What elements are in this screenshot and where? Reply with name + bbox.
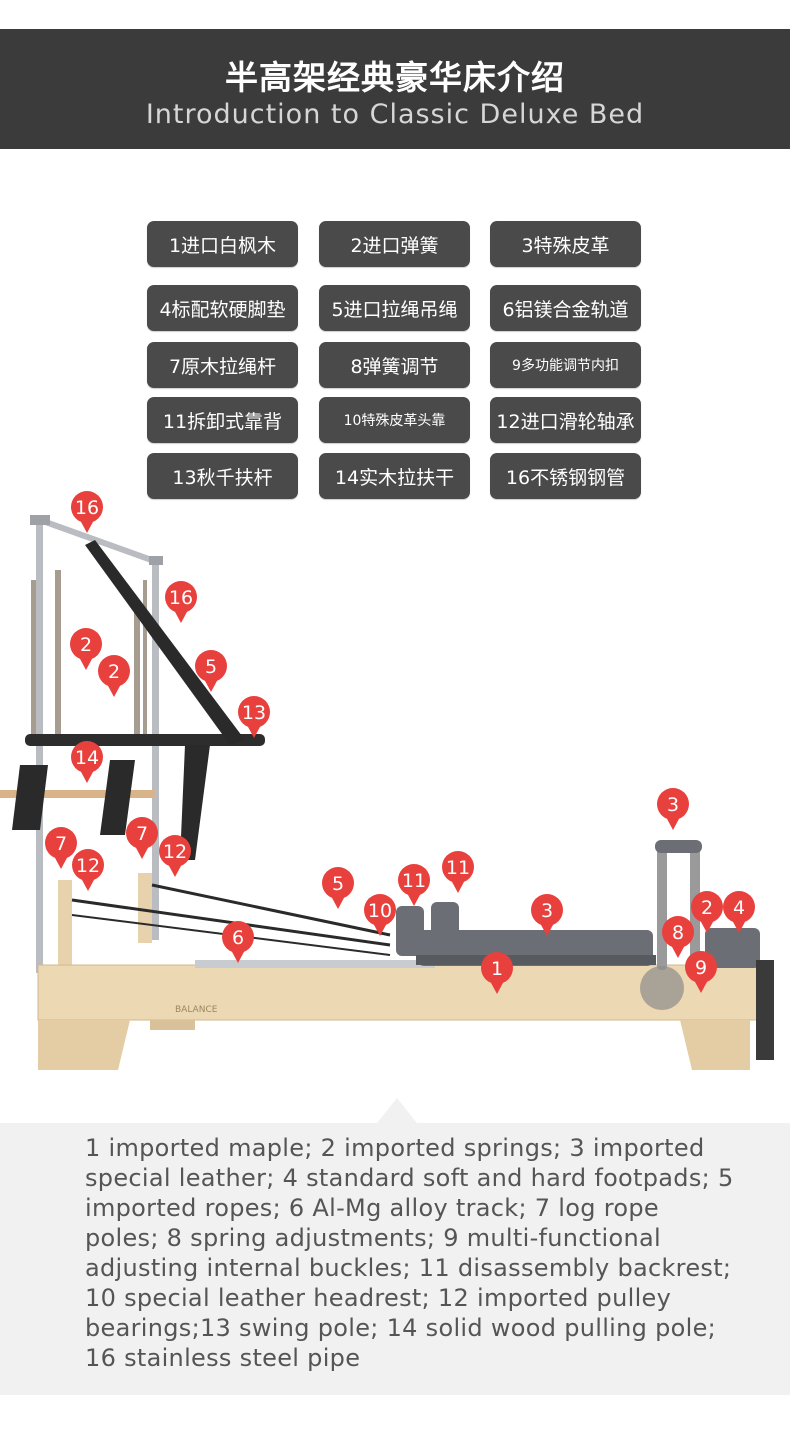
feature-tag: 3特殊皮革 xyxy=(490,221,641,267)
svg-text:2: 2 xyxy=(80,634,92,656)
part-marker: 3 xyxy=(531,894,563,936)
feature-tag: 7原木拉绳杆 xyxy=(147,342,298,388)
svg-text:9: 9 xyxy=(695,957,707,979)
tower-frame xyxy=(0,515,265,973)
part-marker: 7 xyxy=(126,817,158,859)
svg-text:11: 11 xyxy=(402,870,426,892)
svg-text:4: 4 xyxy=(733,897,745,919)
svg-text:14: 14 xyxy=(75,747,99,769)
svg-text:5: 5 xyxy=(332,873,344,895)
svg-text:13: 13 xyxy=(242,702,266,724)
bed-frame: BALANCE xyxy=(37,840,774,1070)
part-marker: 13 xyxy=(238,696,270,738)
feature-tag: 14实木拉扶干 xyxy=(319,453,470,499)
part-marker: 7 xyxy=(45,827,77,869)
page-subtitle: Introduction to Classic Deluxe Bed xyxy=(145,99,645,130)
feature-tag: 6铝镁合金轨道 xyxy=(490,285,641,331)
description-text: 1 imported maple; 2 imported springs; 3 … xyxy=(85,1134,734,1372)
part-marker: 12 xyxy=(159,835,191,877)
part-marker: 3 xyxy=(657,788,689,830)
part-marker: 12 xyxy=(72,849,104,891)
part-marker: 11 xyxy=(442,851,474,893)
part-marker: 9 xyxy=(685,951,717,993)
description-pointer xyxy=(377,1098,417,1123)
svg-text:6: 6 xyxy=(232,927,244,949)
feature-tag: 10特殊皮革头靠 xyxy=(319,397,470,443)
part-marker: 16 xyxy=(71,491,103,533)
feature-tag: 13秋千扶杆 xyxy=(147,453,298,499)
feature-tag: 11拆卸式靠背 xyxy=(147,397,298,443)
svg-text:16: 16 xyxy=(75,497,99,519)
svg-text:10: 10 xyxy=(368,900,392,922)
description-panel: 1 imported maple; 2 imported springs; 3 … xyxy=(0,1123,790,1395)
svg-text:12: 12 xyxy=(76,855,100,877)
part-marker: 1 xyxy=(481,952,513,994)
feature-tag: 9多功能调节内扣 xyxy=(490,342,641,388)
svg-text:2: 2 xyxy=(108,661,120,683)
svg-text:3: 3 xyxy=(541,900,553,922)
part-marker: 11 xyxy=(398,864,430,906)
svg-text:7: 7 xyxy=(136,823,148,845)
part-marker: 5 xyxy=(322,867,354,909)
svg-text:5: 5 xyxy=(205,656,217,678)
part-marker: 2 xyxy=(98,655,130,697)
reformer-bed-illustration: BALANCE 16 16 2 2 5 13 14 7 7 12 xyxy=(0,491,774,1070)
svg-text:2: 2 xyxy=(701,897,713,919)
part-marker: 14 xyxy=(71,741,103,783)
svg-text:11: 11 xyxy=(446,857,470,879)
feature-tag: 1进口白枫木 xyxy=(147,221,298,267)
header-banner: 半高架经典豪华床介绍 Introduction to Classic Delux… xyxy=(0,29,790,149)
svg-text:3: 3 xyxy=(667,794,679,816)
part-marker: 2 xyxy=(70,628,102,670)
part-marker: 5 xyxy=(195,650,227,692)
part-marker: 16 xyxy=(165,581,197,623)
part-marker: 10 xyxy=(364,894,396,936)
svg-text:7: 7 xyxy=(55,833,67,855)
svg-text:8: 8 xyxy=(672,922,684,944)
part-marker: 6 xyxy=(222,921,254,963)
brand-label: BALANCE xyxy=(175,1005,218,1015)
feature-tag: 4标配软硬脚垫 xyxy=(147,285,298,331)
feature-tag: 12进口滑轮轴承 xyxy=(490,397,641,443)
part-marker: 8 xyxy=(662,916,694,958)
part-marker: 2 xyxy=(691,891,723,933)
part-marker: 4 xyxy=(723,891,755,933)
svg-text:16: 16 xyxy=(169,587,193,609)
feature-tag: 16不锈钢钢管 xyxy=(490,453,641,499)
feature-tag: 2进口弹簧 xyxy=(319,221,470,267)
svg-text:12: 12 xyxy=(163,841,187,863)
feature-tag: 8弹簧调节 xyxy=(319,342,470,388)
feature-tag: 5进口拉绳吊绳 xyxy=(319,285,470,331)
svg-text:1: 1 xyxy=(491,958,503,980)
page-title: 半高架经典豪华床介绍 xyxy=(225,58,565,97)
